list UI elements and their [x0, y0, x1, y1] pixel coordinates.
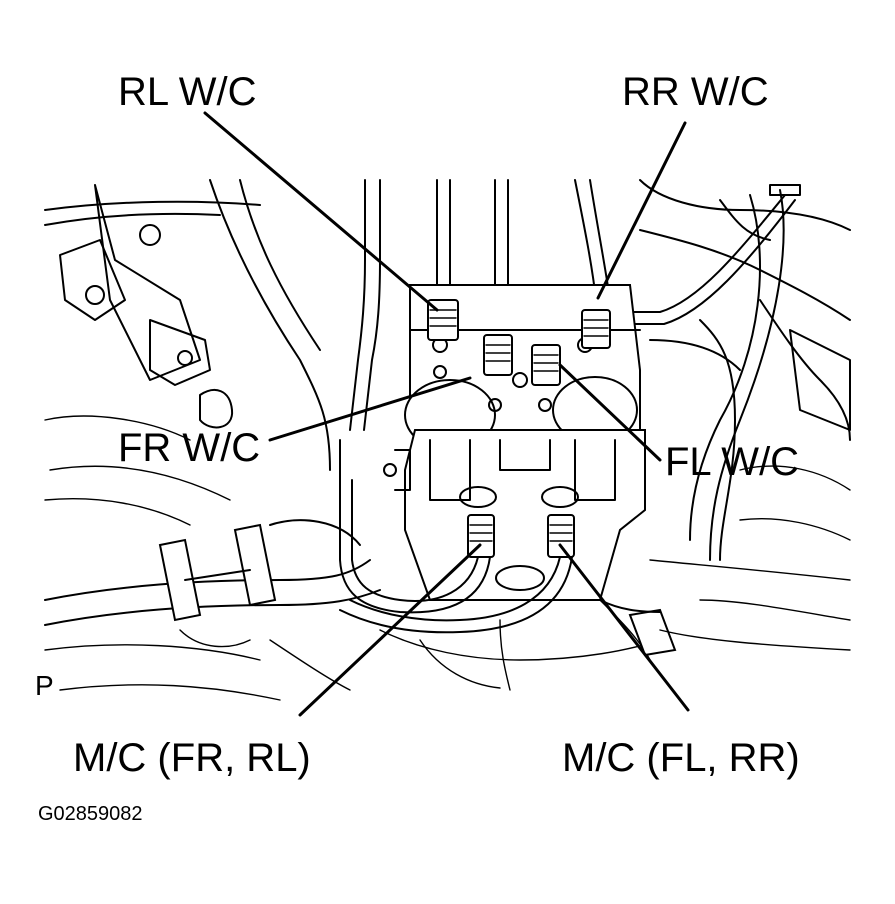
leader-lines — [203, 111, 690, 717]
label-mc-fr-rl: M/C (FR, RL) — [73, 736, 311, 780]
engine-bay-outline — [44, 179, 851, 621]
label-mc-fl-rr: M/C (FL, RR) — [562, 736, 800, 780]
leader-mc-fl-rr — [558, 543, 690, 712]
leader-fr-wc — [268, 376, 472, 442]
figure-code: G02859082 — [38, 803, 143, 825]
leader-rr-wc — [596, 121, 687, 300]
hose-clamp-assembly — [44, 519, 851, 701]
leader-rl-wc — [203, 111, 439, 312]
leader-fl-wc — [558, 363, 662, 462]
flare-nuts-top — [427, 299, 611, 386]
label-rl-wc: RL W/C — [118, 70, 257, 114]
label-p-mark: P — [35, 670, 54, 701]
label-rr-wc: RR W/C — [622, 70, 769, 114]
label-fl-wc: FL W/C — [665, 440, 800, 484]
label-fr-wc: FR W/C — [118, 426, 261, 470]
leader-mc-fr-rl — [298, 543, 482, 717]
